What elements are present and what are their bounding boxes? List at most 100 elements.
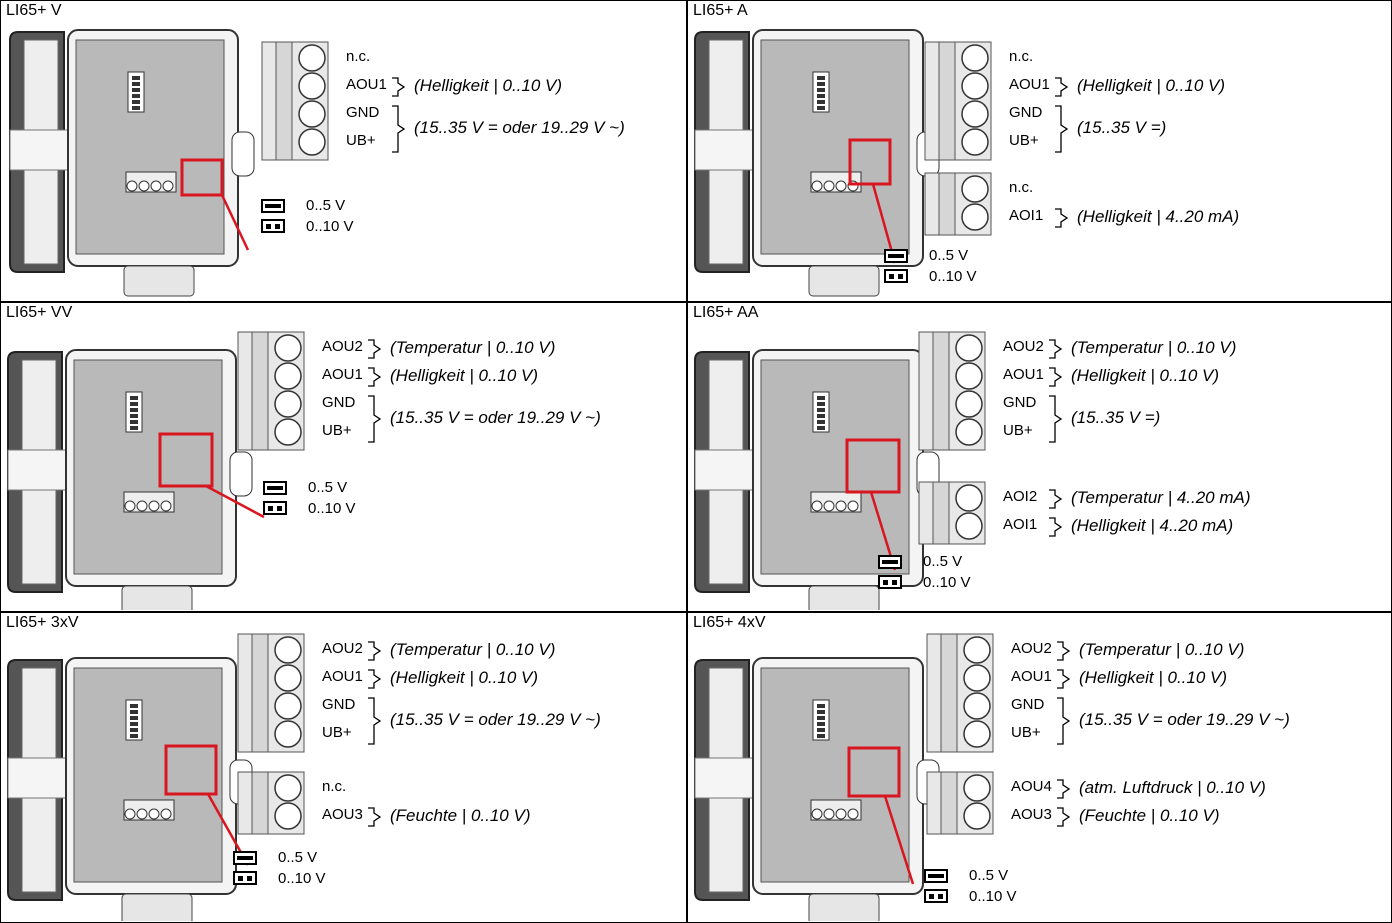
- dip-switch-lever: [817, 396, 825, 400]
- terminal-block: [918, 331, 986, 451]
- model-title: LI65+ V: [6, 2, 62, 19]
- signal-description: (Helligkeit | 4..20 mA): [1077, 207, 1240, 226]
- signal-description: (Helligkeit | 0..10 V): [390, 668, 539, 687]
- terminal-block-rail: [940, 771, 958, 835]
- terminal-group-bracket: [368, 669, 382, 689]
- cell-drawing: [694, 633, 1071, 921]
- terminal-block-rail: [251, 771, 269, 835]
- board-terminal-screw: [847, 500, 859, 512]
- terminal-screw: [274, 334, 302, 362]
- terminal-screw: [274, 802, 302, 830]
- jumper-10v-label: 0..10 V: [278, 870, 326, 887]
- terminal-group-bracket: [1057, 779, 1071, 799]
- terminal-block-rail: [275, 41, 293, 161]
- dip-switch-lever: [817, 106, 825, 110]
- terminal-group-bracket: [392, 77, 406, 97]
- terminal-group-bracket: [1057, 641, 1071, 661]
- board-terminal-screw: [160, 808, 172, 820]
- cable-gland: [808, 265, 880, 297]
- terminal-label: AOU1: [1011, 668, 1052, 685]
- terminal-group-bracket: [1055, 208, 1069, 228]
- dip-switch-lever: [130, 408, 138, 412]
- signal-description: (Helligkeit | 0..10 V): [1077, 76, 1226, 95]
- terminal-screw: [961, 100, 989, 128]
- terminal-label: AOU3: [322, 806, 363, 823]
- terminal-group-bracket: [368, 339, 382, 359]
- terminal-screw: [298, 100, 326, 128]
- dip-switch-lever: [130, 704, 138, 708]
- dip-switch-lever: [130, 414, 138, 418]
- terminal-label: GND: [1003, 394, 1037, 411]
- model-title: LI65+ A: [693, 2, 748, 19]
- dip-switch-lever: [817, 716, 825, 720]
- housing-latch: [229, 451, 253, 497]
- signal-description: (Temperatur | 0..10 V): [1079, 640, 1245, 659]
- terminal-label: AOI1: [1003, 516, 1038, 533]
- terminal-screw: [955, 334, 983, 362]
- jumper-bridge: [237, 856, 253, 860]
- terminal-screw: [298, 72, 326, 100]
- terminal-block: [926, 633, 994, 753]
- signal-description: (Helligkeit | 0..10 V): [390, 366, 539, 385]
- housing-latch: [231, 131, 255, 177]
- terminal-group-bracket: [1055, 77, 1069, 97]
- jumper-10v-label: 0..10 V: [923, 574, 971, 591]
- dip-switch-lever: [817, 100, 825, 104]
- jumper-legend-icons: [878, 555, 902, 589]
- terminal-label: GND: [322, 696, 356, 713]
- terminal-group-bracket: [1057, 807, 1071, 827]
- cell-drawing: [9, 29, 406, 297]
- terminal-label: UB+: [322, 724, 352, 741]
- jumper-highlight-box: [845, 438, 901, 494]
- dip-switch-lever: [132, 100, 140, 104]
- terminal-block: [924, 172, 992, 236]
- board-terminal-screw: [126, 180, 138, 192]
- terminal-group-bracket: [1049, 517, 1063, 537]
- terminal-screw: [298, 44, 326, 72]
- jumper-bridge: [928, 874, 944, 878]
- terminal-group-bracket: [1049, 395, 1063, 443]
- terminal-group-bracket: [368, 697, 382, 745]
- terminal-label: AOU2: [1011, 640, 1052, 657]
- dip-switch-lever: [132, 76, 140, 80]
- board-terminal-screw: [124, 500, 136, 512]
- jumper-leader-line: [883, 795, 915, 885]
- dip-switch-lever: [130, 420, 138, 424]
- terminal-block-rail: [938, 172, 956, 236]
- jumper-5v-label: 0..5 V: [969, 867, 1009, 884]
- jumper-open-icon: [884, 269, 908, 283]
- board-terminal-screw: [811, 500, 823, 512]
- grid-divider-row-2: [1, 611, 1391, 613]
- circuit-board: [73, 667, 223, 883]
- grid-divider-row-1: [1, 301, 1391, 303]
- cell-drawing: [7, 633, 382, 921]
- sensor-housing-illustration: [694, 349, 940, 610]
- signal-description: (Helligkeit | 4..20 mA): [1071, 516, 1234, 535]
- terminal-label: n.c.: [1009, 179, 1034, 196]
- board-terminal-screw: [847, 808, 859, 820]
- terminal-label: AOU1: [322, 668, 363, 685]
- terminal-block: [918, 481, 986, 545]
- dip-switch-lever: [132, 88, 140, 92]
- terminal-label: AOI1: [1009, 207, 1044, 224]
- cable-gland: [808, 585, 880, 610]
- terminal-screw: [963, 774, 991, 802]
- jumper-10v-label: 0..10 V: [306, 218, 354, 235]
- signal-description: (Temperatur | 0..10 V): [390, 640, 556, 659]
- dip-switch-lever: [130, 722, 138, 726]
- jumper-pin: [929, 894, 934, 899]
- terminal-block-rail: [938, 41, 956, 161]
- jumper-highlight-box: [164, 744, 218, 796]
- terminal-block-rail: [940, 633, 958, 753]
- model-title: LI65+ VV: [6, 304, 73, 321]
- board-terminal-screw: [823, 808, 835, 820]
- jumper-bridge: [265, 204, 281, 208]
- terminal-block: [261, 41, 329, 161]
- jumper-pin: [277, 506, 282, 511]
- terminal-block-rail: [251, 633, 269, 753]
- jumper-pin: [889, 274, 894, 279]
- cell-drawing: [694, 29, 1069, 297]
